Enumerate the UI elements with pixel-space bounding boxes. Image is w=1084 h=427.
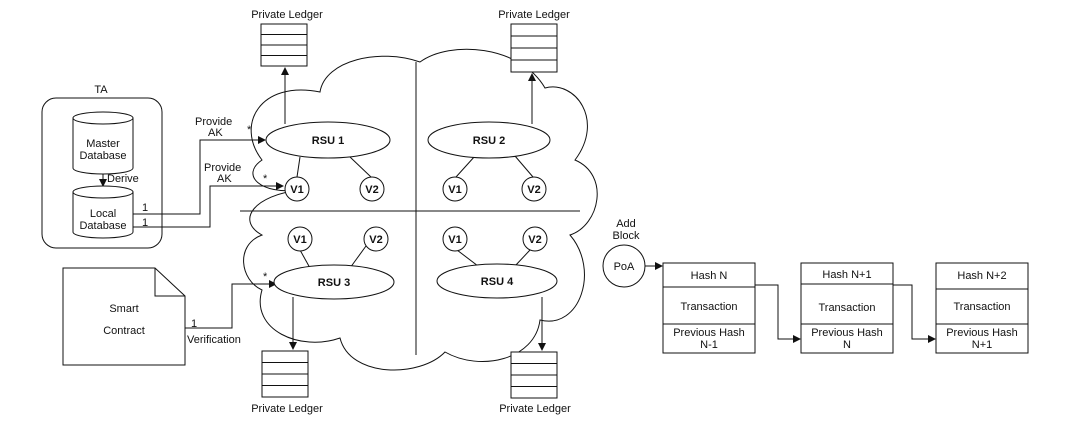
private-ledger-rsu3: Private Ledger bbox=[251, 350, 323, 415]
ta-container: TA Master Database Derive Local Database bbox=[41, 84, 163, 249]
private-ledger-label: Private Ledger bbox=[498, 9, 570, 21]
private-ledger-rsu1: Private Ledger bbox=[251, 9, 323, 67]
block-hash: Hash N+2 bbox=[957, 270, 1006, 282]
vehicle-v1-label: V1 bbox=[448, 184, 461, 196]
quadrant-rsu2: RSU 2 V1 V2 bbox=[427, 121, 551, 202]
local-database-line1: Local bbox=[90, 208, 116, 220]
vehicle-v2 bbox=[359, 176, 385, 202]
multiplicity-star: * bbox=[263, 271, 268, 283]
private-ledger-label: Private Ledger bbox=[251, 9, 323, 21]
vehicle-v1 bbox=[284, 176, 310, 202]
rsu3-node bbox=[273, 264, 395, 300]
vehicle-v1-label: V1 bbox=[448, 234, 461, 246]
verification-edge bbox=[185, 280, 277, 329]
private-ledger-rsu4: Private Ledger bbox=[499, 351, 571, 415]
provide-ak-label-2-line2: AK bbox=[217, 173, 232, 185]
master-database-line1: Master bbox=[86, 138, 120, 150]
vehicle-v2-label: V2 bbox=[365, 184, 378, 196]
provide-ak-label-1-line1: Provide bbox=[195, 116, 232, 128]
vehicle-v1 bbox=[442, 226, 468, 252]
block-previous-hash-line1: Previous Hash bbox=[673, 327, 745, 339]
quadrant-rsu1: RSU 1 V1 V2 bbox=[265, 121, 391, 202]
multiplicity-star: * bbox=[263, 173, 268, 185]
chain-link-n1-to-n2 bbox=[893, 284, 936, 343]
ta-title: TA bbox=[94, 84, 108, 96]
vehicle-v1 bbox=[287, 226, 313, 252]
provide-ak-label-2-line1: Provide bbox=[204, 162, 241, 174]
local-database-line2: Database bbox=[79, 220, 126, 232]
master-database-line2: Database bbox=[79, 150, 126, 162]
verification-label: Verification bbox=[187, 334, 241, 346]
rsu2-label: RSU 2 bbox=[473, 135, 505, 147]
provide-ak-label-1-line2: AK bbox=[208, 127, 223, 139]
rsu-network-cloud bbox=[240, 48, 598, 371]
block-previous-hash-line1: Previous Hash bbox=[811, 327, 883, 339]
rsu4-label: RSU 4 bbox=[481, 276, 514, 288]
rsu3-label: RSU 3 bbox=[318, 277, 350, 289]
multiplicity-one: 1 bbox=[191, 318, 197, 330]
master-database: Master Database bbox=[72, 111, 134, 175]
vehicle-v2-label: V2 bbox=[369, 234, 382, 246]
derive-label: Derive bbox=[107, 173, 139, 185]
vehicle-v1 bbox=[442, 176, 468, 202]
vehicle-v2-label: V2 bbox=[528, 234, 541, 246]
quadrant-rsu3: RSU 3 V1 V2 bbox=[273, 226, 395, 300]
multiplicity-star: * bbox=[247, 124, 252, 136]
vehicle-v1-label: V1 bbox=[293, 234, 306, 246]
private-ledger-label: Private Ledger bbox=[499, 403, 571, 415]
block-transaction: Transaction bbox=[818, 302, 875, 314]
local-database: Local Database bbox=[72, 185, 134, 239]
rsu4-node bbox=[436, 263, 558, 299]
multiplicity-one: 1 bbox=[142, 217, 148, 229]
rsu1-node bbox=[265, 121, 391, 159]
rsu1-label: RSU 1 bbox=[312, 135, 344, 147]
poa-label: PoA bbox=[614, 261, 635, 273]
vehicle-v2 bbox=[521, 176, 547, 202]
poa-consensus: Add Block PoA bbox=[602, 218, 663, 288]
smart-contract: Smart Contract bbox=[62, 267, 186, 366]
edges: Provide AK 1 * Provide AK 1 * 1 Verifica… bbox=[133, 116, 284, 346]
block-transaction: Transaction bbox=[680, 301, 737, 313]
chain-link-n-to-n1 bbox=[755, 284, 801, 343]
add-block-line1: Add bbox=[616, 218, 636, 230]
smart-contract-line1: Smart bbox=[109, 303, 138, 315]
vehicle-v2 bbox=[363, 226, 389, 252]
block-transaction: Transaction bbox=[953, 301, 1010, 313]
block-previous-hash-line2: N-1 bbox=[700, 339, 718, 351]
block-n-plus-2: Hash N+2 Transaction Previous Hash N+1 bbox=[935, 262, 1029, 354]
quadrant-rsu4: RSU 4 V1 V2 bbox=[436, 226, 558, 299]
block-hash: Hash N bbox=[691, 270, 728, 282]
multiplicity-one: 1 bbox=[142, 202, 148, 214]
provide-ak-edge-rsu1 bbox=[133, 136, 266, 215]
provide-ak-edge-v1 bbox=[133, 182, 284, 228]
block-n-plus-1: Hash N+1 Transaction Previous Hash N bbox=[800, 262, 894, 354]
private-ledger-rsu2: Private Ledger bbox=[498, 9, 570, 73]
vehicle-v2-label: V2 bbox=[527, 184, 540, 196]
vehicle-v2 bbox=[522, 226, 548, 252]
block-n: Hash N Transaction Previous Hash N-1 bbox=[662, 262, 756, 354]
rsu2-node bbox=[427, 121, 551, 159]
smart-contract-line2: Contract bbox=[103, 325, 145, 337]
block-previous-hash-line1: Previous Hash bbox=[946, 327, 1018, 339]
private-ledger-label: Private Ledger bbox=[251, 403, 323, 415]
vehicle-v1-label: V1 bbox=[290, 184, 303, 196]
block-previous-hash-line2: N bbox=[843, 339, 851, 351]
add-block-line2: Block bbox=[613, 230, 640, 242]
block-previous-hash-line2: N+1 bbox=[972, 339, 993, 351]
block-hash: Hash N+1 bbox=[822, 269, 871, 281]
